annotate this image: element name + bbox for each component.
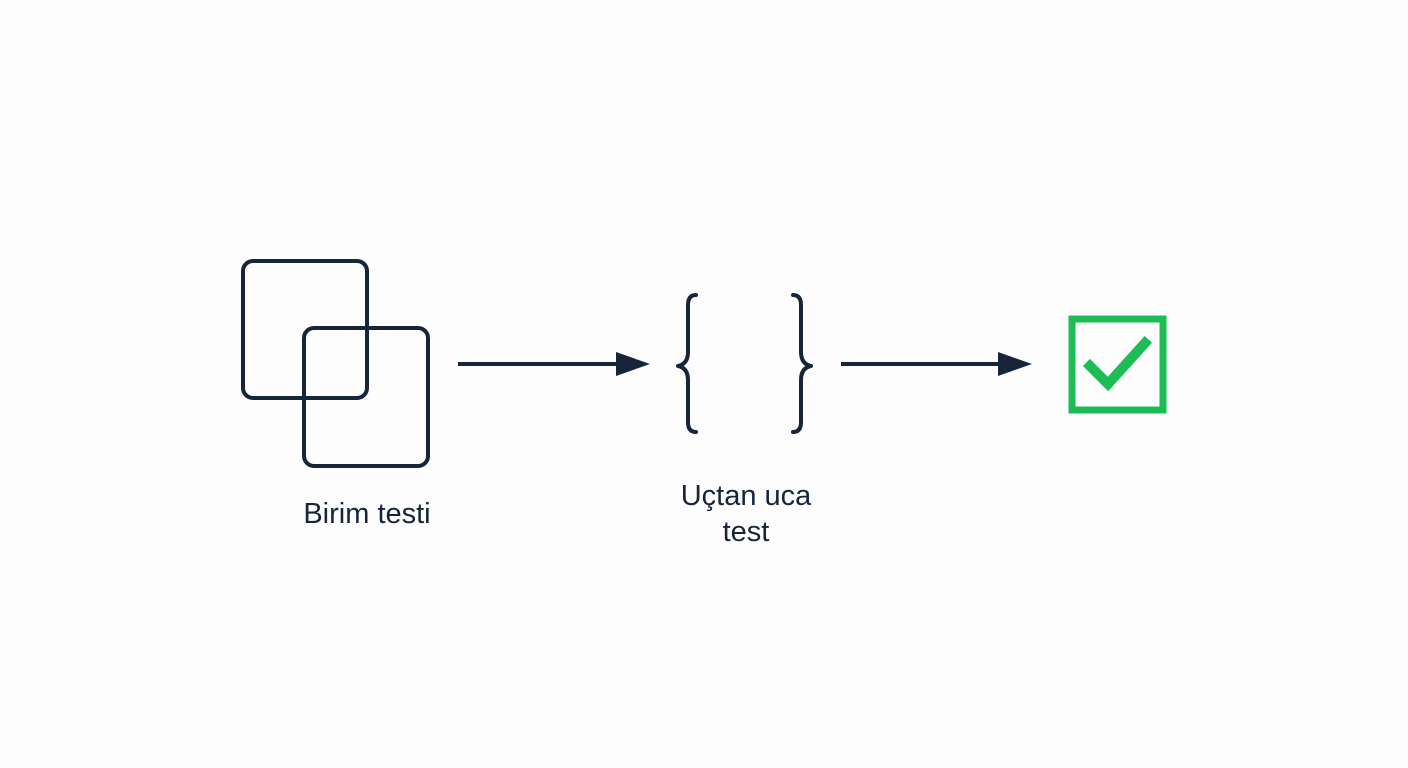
- checkbox-checked-icon: [1068, 315, 1167, 414]
- overlapping-squares-icon: [241, 259, 430, 468]
- curly-braces-icon: [676, 293, 813, 434]
- e2e-test-label-line1: Uçtan uca: [680, 480, 812, 512]
- arrow-right-icon: [458, 352, 650, 376]
- left-brace: [676, 293, 698, 434]
- unit-test-label: Birim testi: [303, 498, 431, 530]
- right-brace: [791, 293, 813, 434]
- arrow-right-icon: [841, 352, 1032, 376]
- front-square: [302, 326, 430, 468]
- checkmark-icon: [1082, 335, 1153, 392]
- e2e-test-label: Uçtan uca test: [646, 478, 846, 550]
- e2e-test-label-line2: test: [722, 516, 770, 548]
